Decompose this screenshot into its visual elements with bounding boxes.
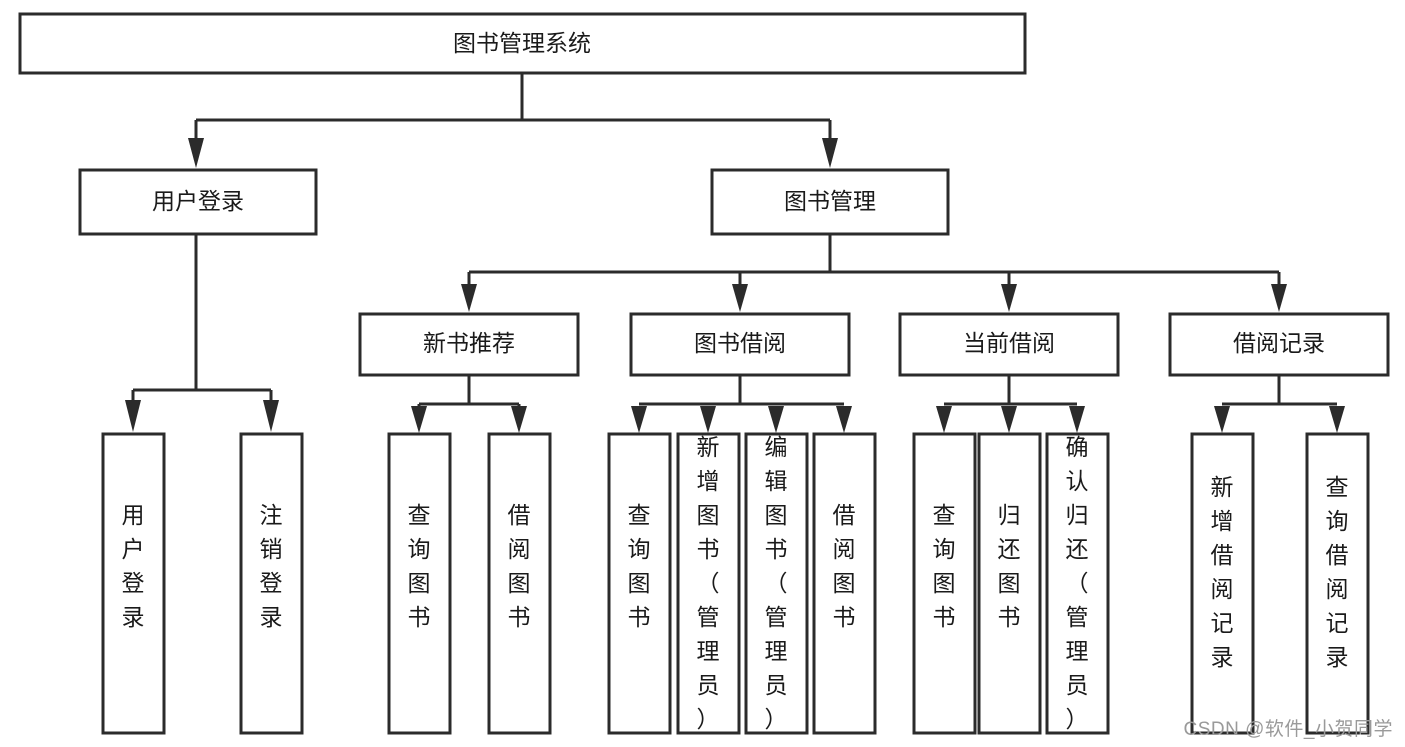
arrow-to-query-book-3	[936, 406, 952, 433]
leaf-return-book[interactable]: 归还图书	[977, 432, 1042, 735]
node-borrow-record[interactable]: 借阅记录	[1168, 312, 1390, 377]
arrow-to-new-book	[461, 284, 477, 312]
connector-group-borrow-record	[1214, 375, 1345, 433]
arrow-to-book-mgmt	[822, 138, 838, 168]
leaf-query-book-current-label: 查询图书	[933, 502, 956, 630]
arrow-to-book-borrow	[732, 284, 748, 312]
leaf-edit-book[interactable]: 编辑图书（管理员）	[744, 432, 809, 735]
leaf-query-book-recommend[interactable]: 查询图书	[387, 432, 452, 735]
arrow-to-add-record	[1214, 406, 1230, 433]
leaf-add-book-box[interactable]	[676, 432, 741, 735]
arrow-to-query-book-1	[411, 406, 427, 433]
node-user-login-box[interactable]	[78, 168, 318, 236]
leaf-borrow-book-recommend[interactable]: 借阅图书	[487, 432, 552, 735]
leaf-query-book-recommend-label: 查询图书	[408, 502, 431, 630]
node-book-borrow-box[interactable]	[629, 312, 851, 377]
leaf-user-login-label: 用户登录	[122, 502, 145, 630]
node-current-borrow-box[interactable]	[898, 312, 1120, 377]
leaf-add-book-label: 新增图书（管理员）	[697, 434, 720, 732]
leaf-return-book-label: 归还图书	[998, 502, 1021, 630]
arrow-to-borrow-record	[1271, 284, 1287, 312]
node-book-management-label: 图书管理	[784, 188, 876, 214]
leaf-query-book-borrow-box[interactable]	[607, 432, 672, 735]
node-user-login-label: 用户登录	[152, 188, 244, 214]
connector-group-user-login	[125, 234, 279, 432]
node-root[interactable]: 图书管理系统	[18, 12, 1027, 75]
leaf-borrow-book-recommend-box[interactable]	[487, 432, 552, 735]
arrow-to-borrow-book-1	[511, 406, 527, 433]
node-new-book-recommend-box[interactable]	[358, 312, 580, 377]
leaf-edit-book-label: 编辑图书（管理员）	[765, 434, 788, 732]
leaf-query-book-borrow[interactable]: 查询图书	[607, 432, 672, 735]
leaf-query-book-current-box[interactable]	[912, 432, 977, 735]
arrow-to-query-record	[1329, 406, 1345, 433]
leaf-edit-book-box[interactable]	[744, 432, 809, 735]
arrow-to-current-borrow	[1001, 284, 1017, 312]
node-book-management[interactable]: 图书管理	[710, 168, 950, 236]
leaf-query-book-current[interactable]: 查询图书	[912, 432, 977, 735]
arrow-to-edit-book	[768, 406, 784, 433]
arrow-to-query-book-2	[631, 406, 647, 433]
leaf-borrow-book-box[interactable]	[812, 432, 877, 735]
leaf-add-borrow-record-label: 新增借阅记录	[1211, 474, 1234, 670]
node-borrow-record-label: 借阅记录	[1233, 330, 1325, 356]
arrow-to-add-book	[700, 406, 716, 433]
node-book-management-box[interactable]	[710, 168, 950, 236]
leaf-logout-label: 注销登录	[260, 502, 283, 630]
node-book-borrow[interactable]: 图书借阅	[629, 312, 851, 377]
connector-group-root	[188, 73, 838, 168]
leaf-add-borrow-record[interactable]: 新增借阅记录	[1190, 432, 1255, 735]
arrow-to-leaf-user-login	[125, 400, 141, 432]
connector-group-new-book	[411, 375, 527, 433]
leaf-query-book-recommend-box[interactable]	[387, 432, 452, 735]
leaf-add-borrow-record-box[interactable]	[1190, 432, 1255, 735]
leaf-query-borrow-record[interactable]: 查询借阅记录	[1305, 432, 1370, 735]
leaf-add-book[interactable]: 新增图书（管理员）	[676, 432, 741, 735]
leaf-confirm-return[interactable]: 确认归还（管理员）	[1045, 432, 1110, 735]
leaf-borrow-book-recommend-label: 借阅图书	[508, 502, 531, 630]
node-current-borrow[interactable]: 当前借阅	[898, 312, 1120, 377]
node-root-box[interactable]	[18, 12, 1027, 75]
leaf-query-borrow-record-box[interactable]	[1305, 432, 1370, 735]
leaf-confirm-return-label: 确认归还（管理员）	[1066, 434, 1089, 732]
leaf-query-book-borrow-label: 查询图书	[628, 502, 651, 630]
leaf-logout-box[interactable]	[239, 432, 304, 735]
node-root-label: 图书管理系统	[453, 30, 591, 56]
node-borrow-record-box[interactable]	[1168, 312, 1390, 377]
arrow-to-user-login	[188, 138, 204, 168]
arrow-to-leaf-logout	[263, 400, 279, 432]
leaf-borrow-book-label: 借阅图书	[833, 502, 856, 630]
node-book-borrow-label: 图书借阅	[694, 330, 786, 356]
arrow-to-borrow-book-2	[836, 406, 852, 433]
node-current-borrow-label: 当前借阅	[963, 330, 1055, 356]
node-user-login[interactable]: 用户登录	[78, 168, 318, 236]
leaf-user-login-box[interactable]	[101, 432, 166, 735]
leaf-query-borrow-record-label: 查询借阅记录	[1326, 474, 1349, 670]
connector-group-book-borrow	[631, 375, 852, 433]
node-new-book-recommend[interactable]: 新书推荐	[358, 312, 580, 377]
arrow-to-confirm-return	[1069, 406, 1085, 433]
arrow-to-return-book	[1001, 406, 1017, 433]
connector-group-book-mgmt	[461, 234, 1287, 312]
connector-group-current-borrow	[936, 375, 1085, 433]
leaf-borrow-book[interactable]: 借阅图书	[812, 432, 877, 735]
node-new-book-recommend-label: 新书推荐	[423, 330, 515, 356]
leaf-confirm-return-box[interactable]	[1045, 432, 1110, 735]
leaf-logout[interactable]: 注销登录	[239, 432, 304, 735]
leaf-user-login[interactable]: 用户登录	[101, 432, 166, 735]
leaf-return-book-box[interactable]	[977, 432, 1042, 735]
